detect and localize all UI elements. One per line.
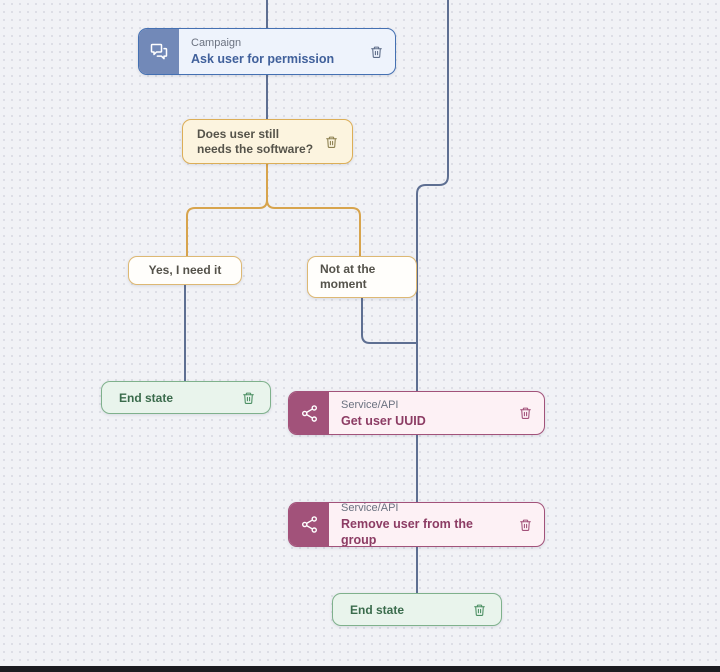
branch-node-no[interactable]: Not at the moment xyxy=(307,256,417,298)
trash-icon xyxy=(520,519,531,531)
trash-icon xyxy=(371,46,382,58)
end-state-node-bottom[interactable]: End state xyxy=(332,593,502,626)
end-state-bottom-label: End state xyxy=(350,602,405,617)
service-type-label: Service/API xyxy=(341,398,399,411)
trash-icon xyxy=(520,407,531,419)
edge-right-long xyxy=(416,0,449,392)
branch-yes-label: Yes, I need it xyxy=(148,263,222,277)
service-title: Get user UUID xyxy=(341,413,426,428)
edge-condition-to-yes xyxy=(186,163,268,257)
service-node-remove-user[interactable]: Service/API Remove user from the group xyxy=(288,502,545,547)
condition-node[interactable]: Does user still needs the software? xyxy=(182,119,353,164)
trash-icon xyxy=(243,392,254,404)
edge-no-to-merge xyxy=(361,297,417,344)
end-state-node-left[interactable]: End state xyxy=(101,381,271,414)
delete-end-state-left-button[interactable] xyxy=(240,389,257,407)
chat-bubbles-icon xyxy=(139,29,179,74)
condition-text: Does user still needs the software? xyxy=(197,126,314,156)
end-state-left-label: End state xyxy=(119,390,174,405)
trash-icon xyxy=(474,604,485,616)
delete-service-remove-button[interactable] xyxy=(517,516,534,534)
campaign-type-label: Campaign xyxy=(191,37,242,49)
delete-campaign-button[interactable] xyxy=(368,43,385,61)
delete-service-get-uuid-button[interactable] xyxy=(517,404,534,422)
service-title: Remove user from the group xyxy=(341,517,473,547)
trash-icon xyxy=(326,136,337,148)
delete-condition-button[interactable] xyxy=(323,133,340,151)
campaign-title: Ask user for permission xyxy=(191,52,335,66)
bottom-edge-bar xyxy=(0,666,720,672)
share-icon xyxy=(289,392,329,434)
branch-node-yes[interactable]: Yes, I need it xyxy=(128,256,242,285)
branch-no-label: Not at the moment xyxy=(320,262,376,291)
service-type-label: Service/API xyxy=(341,502,399,514)
service-node-get-uuid[interactable]: Service/API Get user UUID xyxy=(288,391,545,435)
share-icon xyxy=(289,503,329,546)
edge-condition-to-no xyxy=(266,163,361,257)
delete-end-state-bottom-button[interactable] xyxy=(471,601,488,619)
campaign-node[interactable]: Campaign Ask user for permission xyxy=(138,28,396,75)
